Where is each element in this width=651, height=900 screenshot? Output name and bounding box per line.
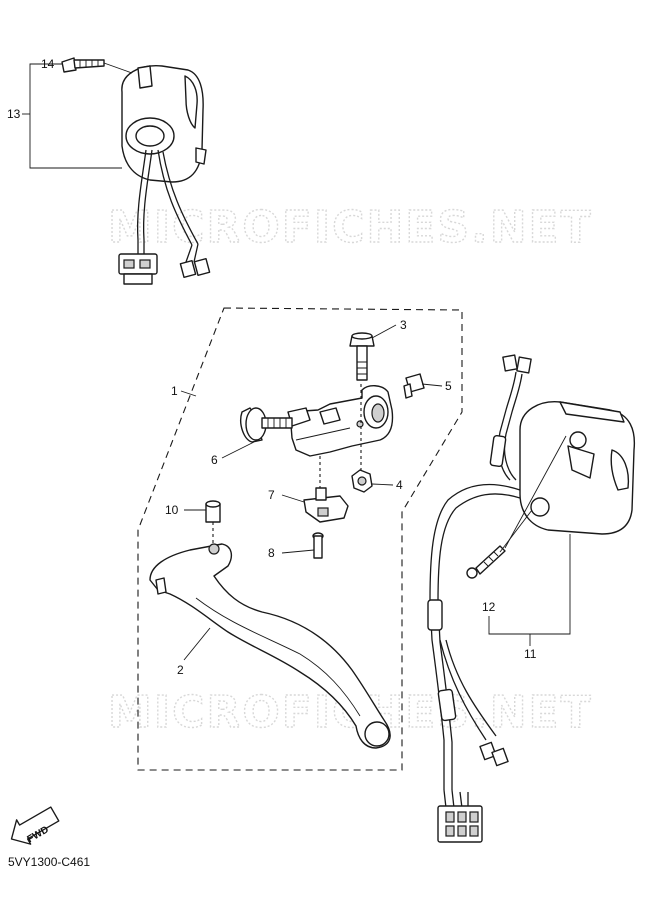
bolt-5 [403, 373, 425, 399]
brake-switch-7 [303, 487, 349, 523]
callout-1: 1 [171, 384, 178, 398]
nut-4 [351, 469, 373, 493]
callout-6: 6 [211, 453, 218, 467]
bushing-10 [205, 500, 221, 523]
callout-11: 11 [524, 647, 537, 661]
adjuster-knob-6 [240, 407, 293, 443]
callout-2: 2 [177, 663, 184, 677]
callout-13: 13 [7, 107, 21, 121]
callout-3: 3 [400, 318, 407, 332]
lever-assembly-boundary [137, 307, 463, 771]
callout-7: 7 [268, 488, 275, 502]
screw-12 [466, 545, 506, 579]
callout-8: 8 [268, 546, 275, 560]
fwd-arrow-icon [10, 806, 60, 845]
diagram-code: 5VY1300-C461 [8, 855, 90, 869]
lever-holder [287, 385, 394, 457]
callout-14: 14 [41, 57, 55, 71]
watermark-top: MICROFICHES.NET [108, 202, 593, 253]
callout-12: 12 [482, 600, 496, 614]
callout-5: 5 [445, 379, 452, 393]
brake-lever-2 [149, 543, 391, 749]
screw-8 [312, 532, 324, 559]
callout-4: 4 [396, 478, 403, 492]
right-handlebar-switch [427, 354, 636, 843]
left-handlebar-switch [29, 57, 211, 285]
callout-10: 10 [165, 503, 179, 517]
bolt-3 [349, 332, 375, 381]
screw-14 [61, 57, 105, 73]
